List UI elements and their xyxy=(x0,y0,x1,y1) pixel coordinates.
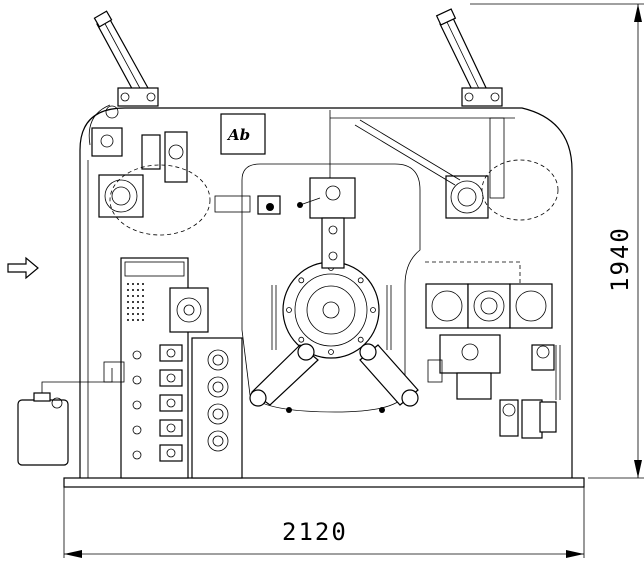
valve-port xyxy=(207,376,229,398)
vent-hole xyxy=(132,319,134,321)
vent-hole xyxy=(137,313,139,315)
vent-hole xyxy=(142,307,144,309)
vent-hole xyxy=(127,289,129,291)
vent-hole xyxy=(132,289,134,291)
vent-hole xyxy=(137,295,139,297)
main-frame xyxy=(79,107,573,478)
height-label: 1940 xyxy=(606,226,634,292)
solenoid-valve xyxy=(159,444,183,462)
solenoid-coil xyxy=(166,398,176,408)
vent-hole xyxy=(132,307,134,309)
spindle-bolt xyxy=(298,277,305,284)
spindle-bolt xyxy=(357,336,364,343)
solenoid-coil xyxy=(166,348,176,358)
vent-hole xyxy=(142,313,144,315)
vent-hole xyxy=(127,307,129,309)
vent-hole xyxy=(132,295,134,297)
solenoid-coil xyxy=(166,423,176,433)
vent-hole xyxy=(132,313,134,315)
vent-hole xyxy=(137,307,139,309)
right-top-roller xyxy=(330,117,559,221)
vent-hole xyxy=(137,319,139,321)
spindle-bolt xyxy=(370,307,376,313)
valve-port-inner xyxy=(212,354,224,366)
vent-hole xyxy=(127,283,129,285)
valve-port xyxy=(207,403,229,425)
valve-port-inner xyxy=(212,381,224,393)
vent-hole xyxy=(142,289,144,291)
spindle-bolt xyxy=(328,349,334,355)
solenoid-valve xyxy=(159,394,183,412)
vent-hole xyxy=(127,301,129,303)
lower-swing-arms xyxy=(249,343,419,413)
external-tank xyxy=(17,361,125,466)
solenoid-valve xyxy=(159,344,183,362)
right-pneumatic-cylinder xyxy=(435,8,503,107)
brand-logo: Ab xyxy=(220,113,266,155)
valve-port-inner xyxy=(212,435,224,447)
height-dimension: 1940 xyxy=(470,3,644,479)
width-dimension: 2120 xyxy=(63,487,585,558)
base-plate xyxy=(63,477,585,488)
right-valve-block xyxy=(427,334,501,400)
terminal xyxy=(132,400,142,410)
spindle-bolt xyxy=(298,336,305,343)
spindle-bolt xyxy=(286,307,292,313)
main-spindle xyxy=(282,261,380,359)
solenoid-valve xyxy=(159,419,183,437)
vent-hole xyxy=(137,301,139,303)
valve-block-stack xyxy=(132,337,243,479)
logo-text: Ab xyxy=(226,126,250,144)
vent-hole xyxy=(127,295,129,297)
vent-hole xyxy=(127,313,129,315)
right-frl-units xyxy=(499,344,561,439)
vent-hole xyxy=(137,283,139,285)
solenoid-valve xyxy=(159,369,183,387)
filter-regulator-unit xyxy=(88,104,188,183)
feed-direction-arrow xyxy=(7,256,39,280)
center-arm xyxy=(297,110,356,269)
solenoid-coil xyxy=(166,373,176,383)
spindle-bolt xyxy=(357,277,364,284)
vent-hole xyxy=(132,283,134,285)
vent-hole xyxy=(127,319,129,321)
left-top-roller xyxy=(98,164,211,236)
terminal xyxy=(132,425,142,435)
vent-hole xyxy=(142,319,144,321)
solenoid-coil xyxy=(166,448,176,458)
left-control-panel xyxy=(120,257,209,479)
terminal xyxy=(132,375,142,385)
mid-bracket xyxy=(214,195,281,215)
vent-hole xyxy=(137,289,139,291)
left-pneumatic-cylinder xyxy=(93,10,159,107)
valve-port-inner xyxy=(212,408,224,420)
vent-hole xyxy=(142,295,144,297)
valve-port xyxy=(207,349,229,371)
vent-hole xyxy=(132,301,134,303)
valve-port xyxy=(207,430,229,452)
vent-hole xyxy=(142,301,144,303)
width-label: 2120 xyxy=(282,518,348,546)
right-roller-trio xyxy=(425,261,553,329)
vent-hole xyxy=(142,283,144,285)
terminal xyxy=(132,350,142,360)
center-cabinet xyxy=(241,163,421,413)
terminal xyxy=(132,450,142,460)
